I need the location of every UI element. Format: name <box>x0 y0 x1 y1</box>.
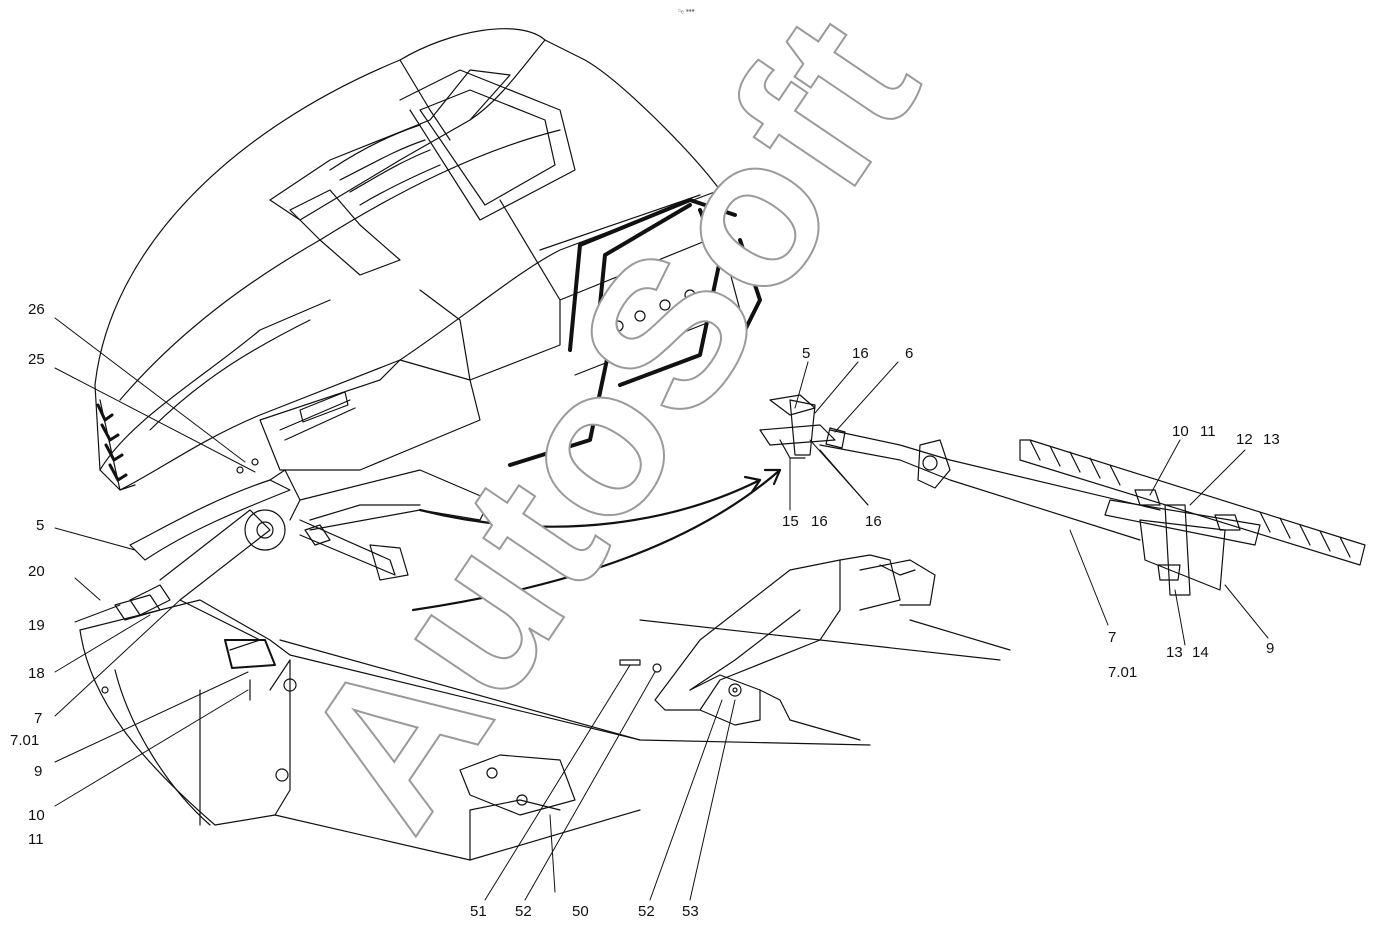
callout-10-detail: 10 <box>1172 423 1189 440</box>
callout-16-top: 16 <box>852 345 869 362</box>
callout-13-bottom: 13 <box>1166 644 1183 661</box>
lower-body <box>79 599 1001 861</box>
callout-19: 19 <box>28 617 45 634</box>
callout-13-top: 13 <box>1263 431 1280 448</box>
callout-5-detail: 5 <box>802 345 811 362</box>
callout-7-01: 7.01 <box>10 732 40 749</box>
cab-shell <box>94 28 762 491</box>
callout-16-bottom-left: 16 <box>811 513 828 530</box>
callout-7-01-detail: 7.01 <box>1108 664 1138 681</box>
callout-51: 51 <box>470 903 487 920</box>
callout-9-detail: 9 <box>1266 640 1275 657</box>
callout-52-left: 52 <box>515 903 532 920</box>
callout-11-detail: 11 <box>1200 423 1216 440</box>
callout-7: 7 <box>34 710 43 727</box>
callout-20: 20 <box>28 563 45 580</box>
callout-16-bottom-right: 16 <box>865 513 882 530</box>
callout-26: 26 <box>28 301 45 318</box>
callout-12: 12 <box>1236 431 1253 448</box>
callout-50: 50 <box>572 903 589 920</box>
callout-52-right: 52 <box>638 903 655 920</box>
callout-9: 9 <box>34 763 43 780</box>
callout-25: 25 <box>28 351 45 368</box>
shaft-detail <box>759 394 1366 596</box>
callout-15: 15 <box>782 513 799 530</box>
brackets <box>459 554 1011 816</box>
hinge-assembly-left <box>114 458 491 651</box>
callout-7-detail: 7 <box>1108 629 1117 646</box>
callout-53: 53 <box>682 903 699 920</box>
callout-11: 11 <box>28 831 44 848</box>
leader-lines <box>54 317 1269 901</box>
callout-5: 5 <box>36 517 45 534</box>
arrows <box>411 468 782 612</box>
callout-18: 18 <box>28 665 45 682</box>
callout-10: 10 <box>28 807 45 824</box>
corner-mark: ▫ₑ ▪▪▪ <box>678 6 695 15</box>
callout-6: 6 <box>905 345 914 362</box>
callout-14: 14 <box>1192 644 1209 661</box>
